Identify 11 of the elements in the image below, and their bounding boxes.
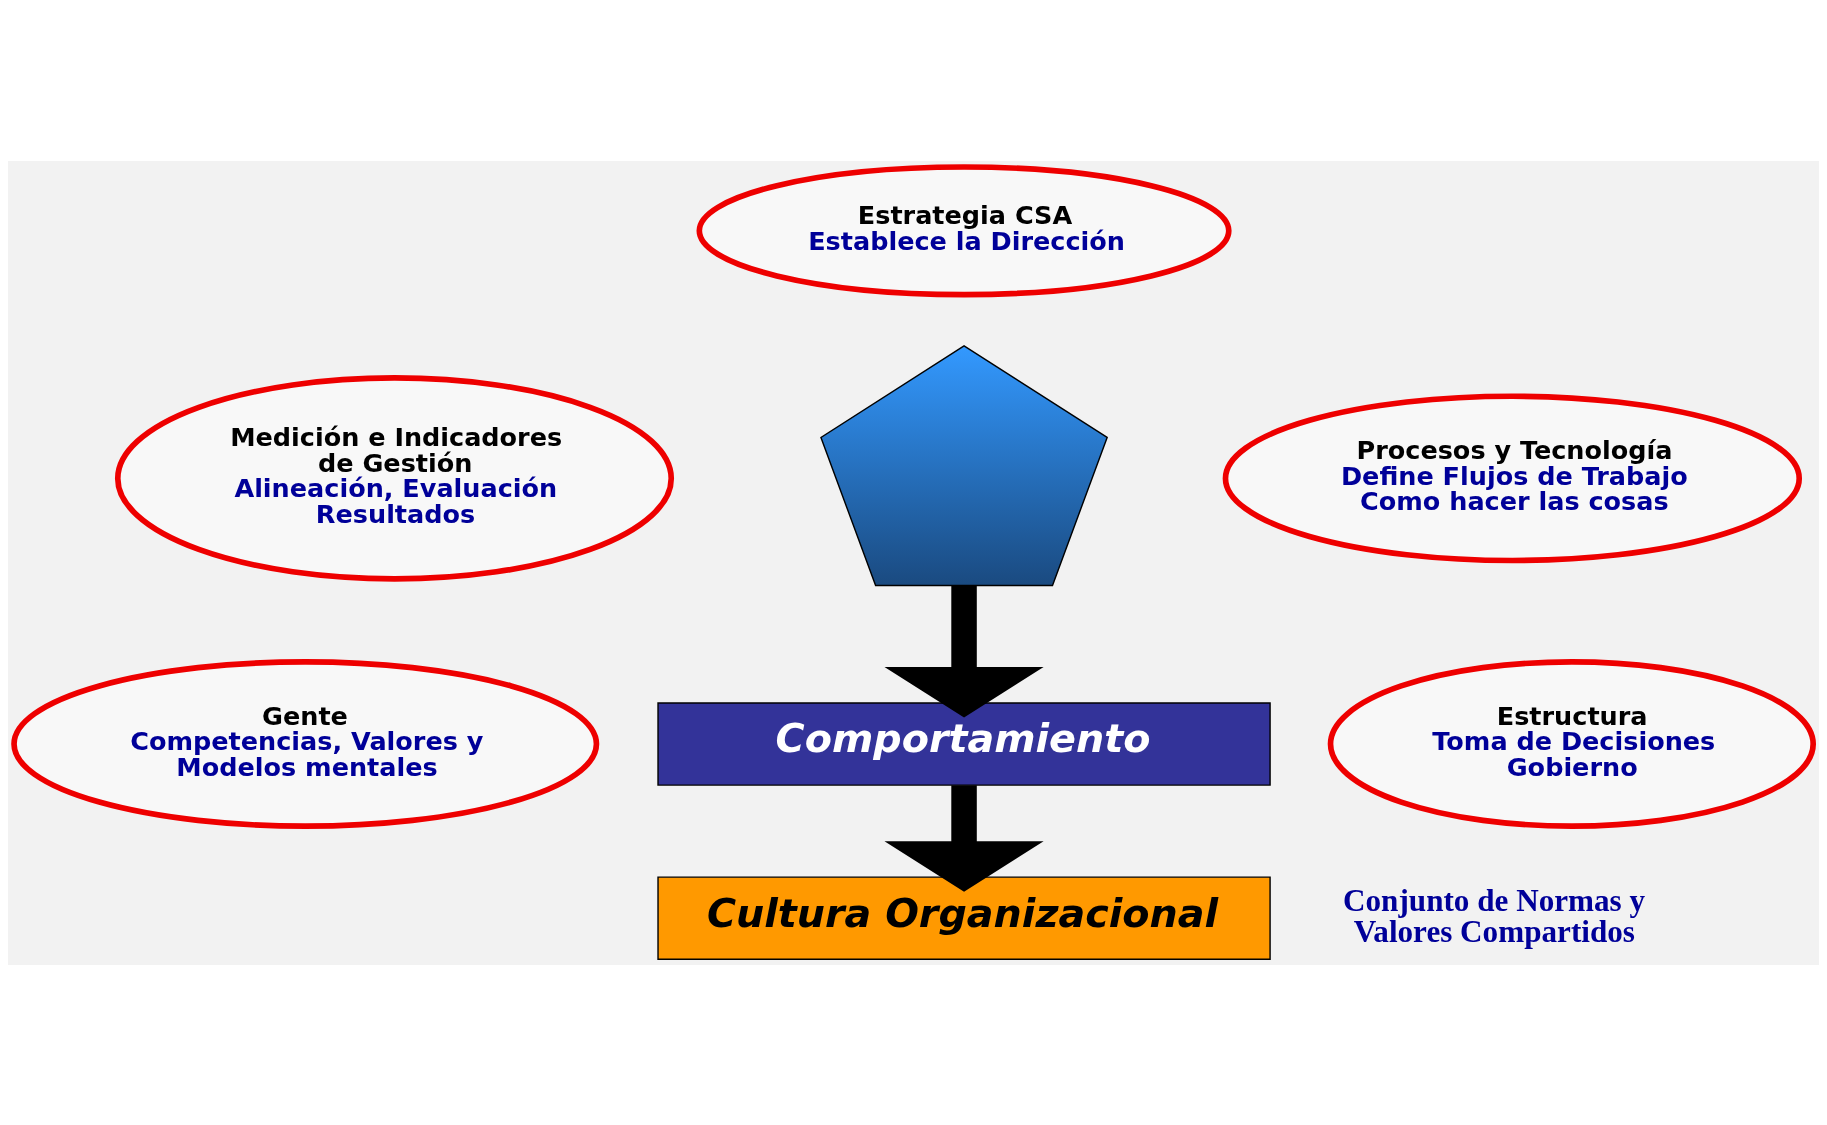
node-ellipse: Medición e Indicadores de Gestión Alineación, Evaluación Resultados: [114, 374, 675, 582]
node-ellipse: Gente Competencias, Valores y Modelos mentales: [11, 658, 600, 829]
arrow: [884, 784, 1044, 892]
node-ellipse: Estrategia CSA Establece la Dirección: [696, 163, 1232, 297]
node-ellipse: Estructura Toma de Decisiones Gobierno: [1327, 658, 1816, 829]
node-ellipse: Procesos y Tecnología Define Flujos de Trabajo Como hacer las cosas: [1222, 392, 1803, 563]
label: Conjunto de Normas y Valores Compartidos: [1343, 882, 1646, 949]
arrow: [884, 585, 1044, 718]
node-box: Cultura Organizacional: [657, 875, 1271, 960]
node-pentagon: [820, 344, 1108, 586]
node-box: Comportamiento: [657, 701, 1271, 786]
